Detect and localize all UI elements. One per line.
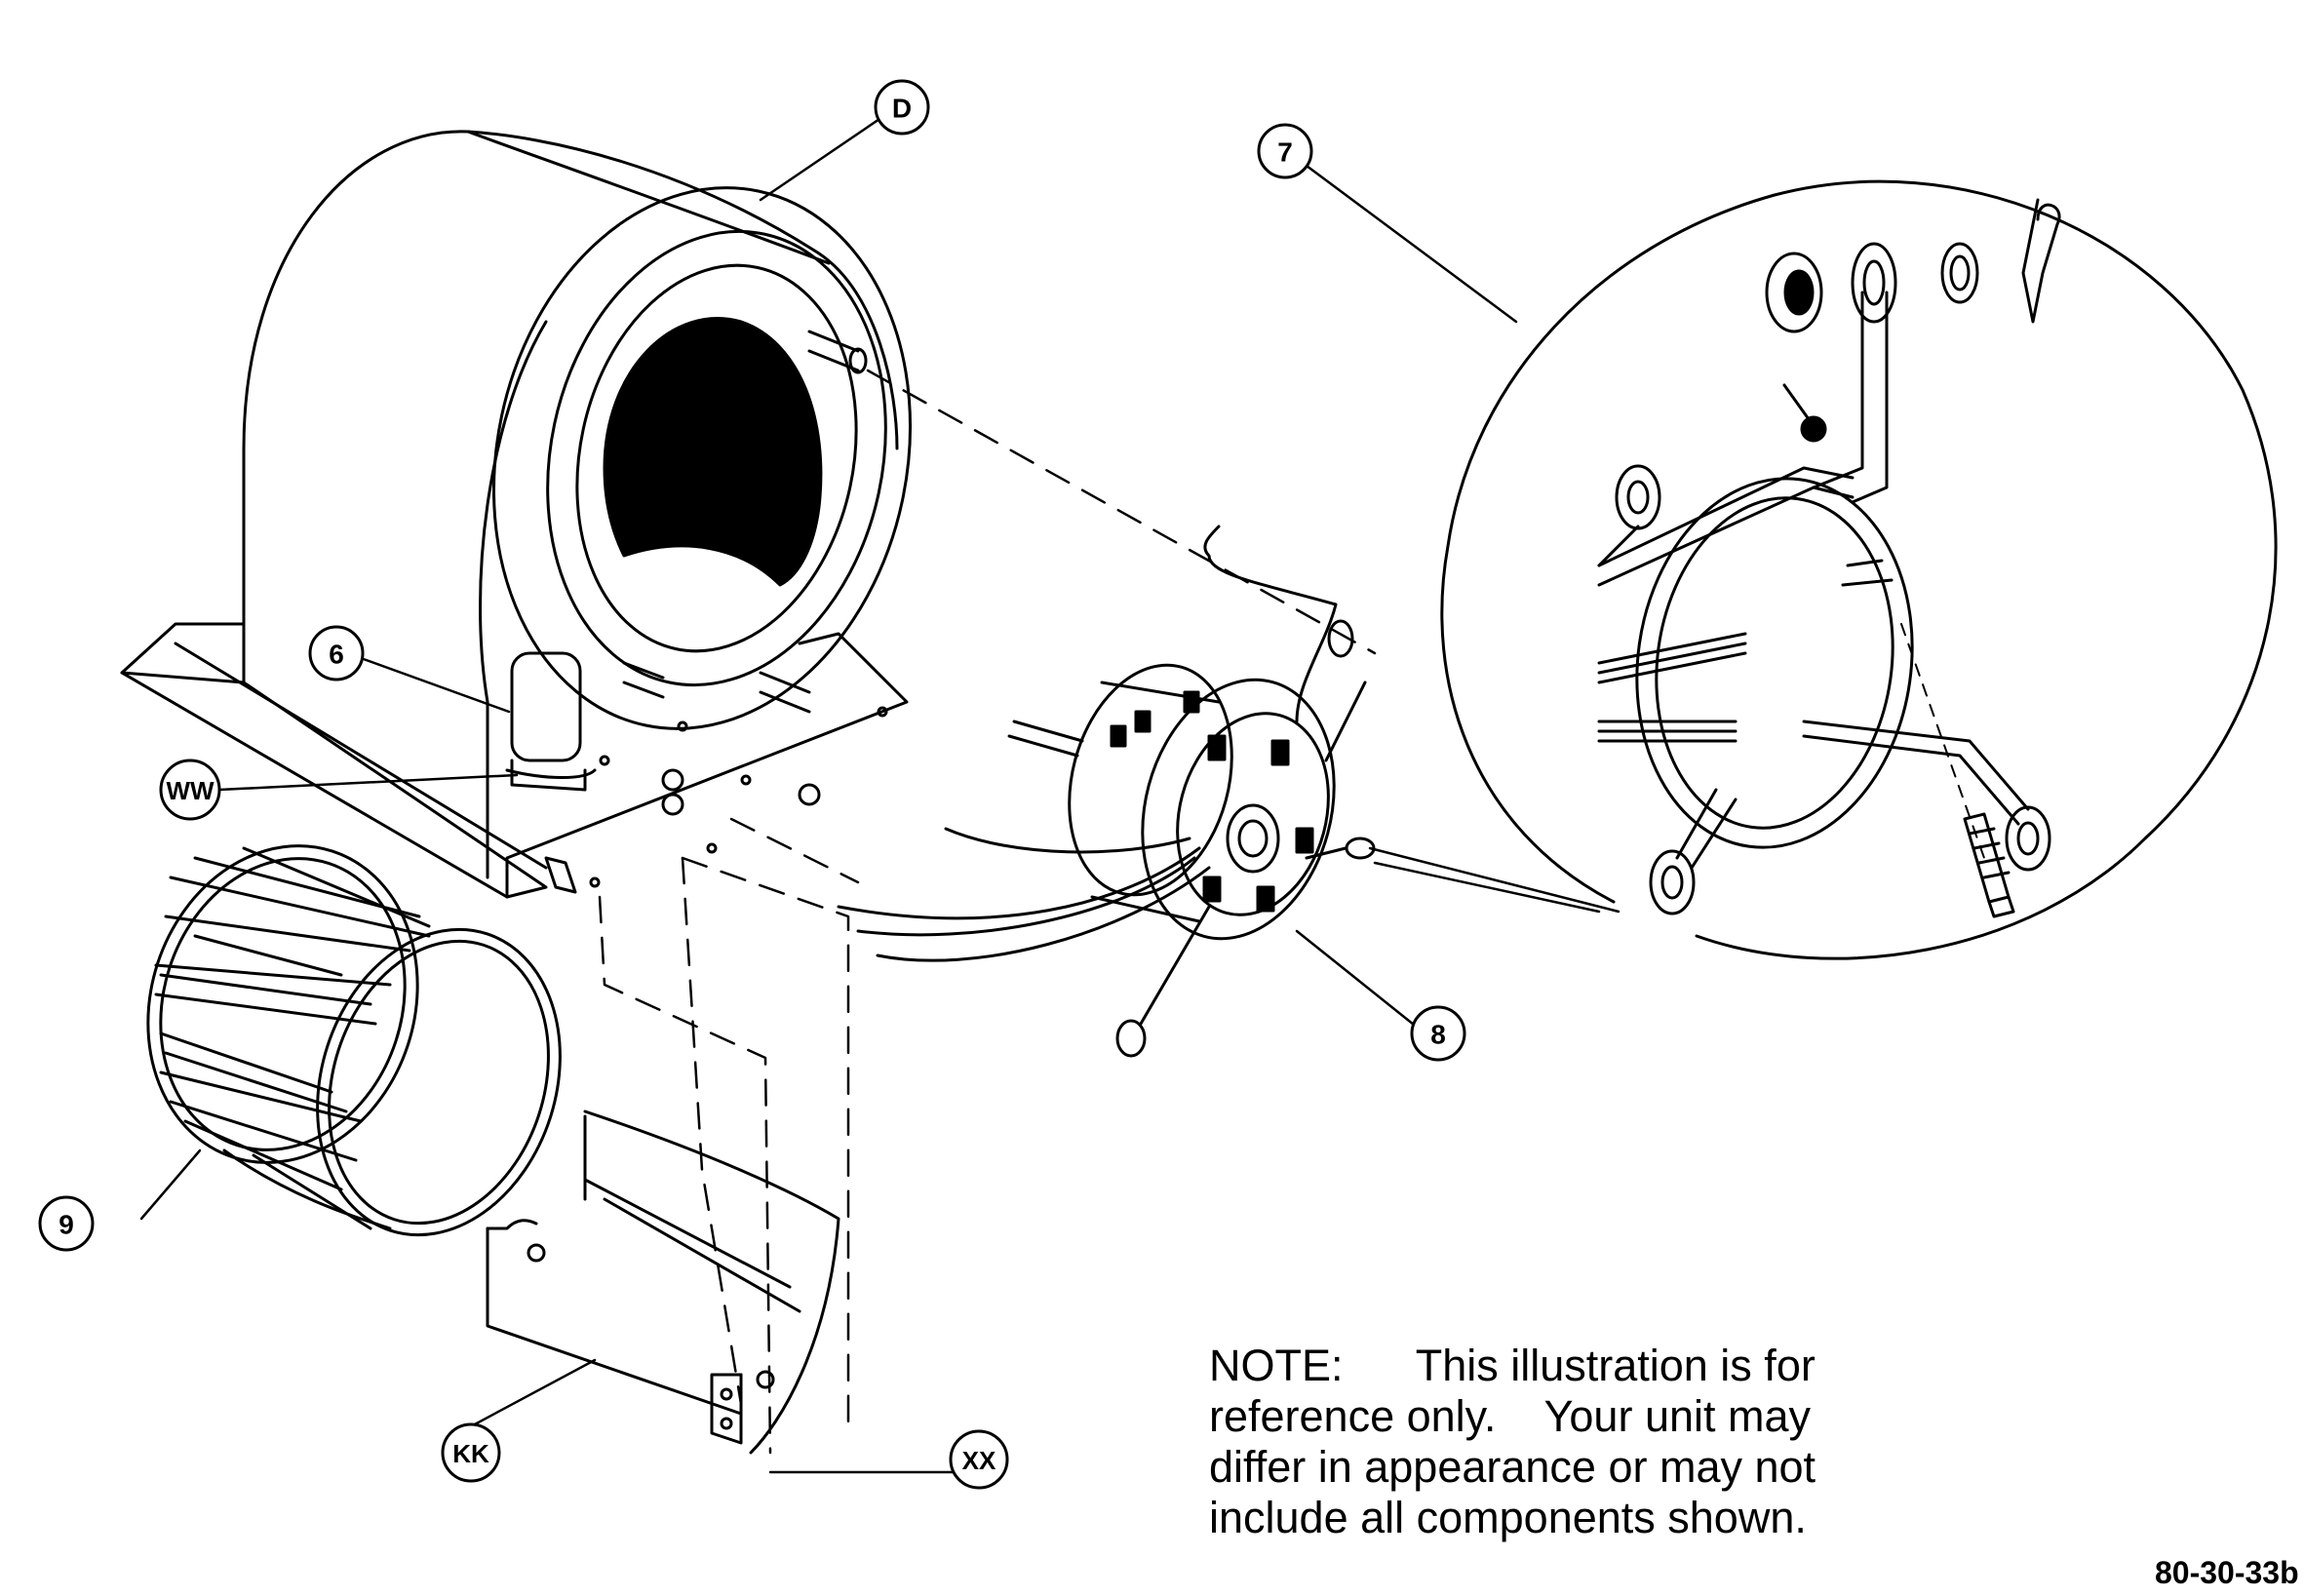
- figure-code: 80-30-33b: [2155, 1555, 2299, 1590]
- note-line-4: include all components shown.: [1209, 1493, 1807, 1542]
- note-line-2: reference only. Your unit may: [1209, 1391, 1812, 1441]
- blower-motor: [837, 525, 1376, 1058]
- motor-mount-detail: [1440, 179, 2278, 960]
- leader-lines: [139, 115, 1621, 1474]
- blower-wheel: [146, 844, 562, 1237]
- callout-label-7: 7: [1277, 137, 1293, 168]
- cutoff-plate: [486, 1109, 840, 1455]
- callout-label-6: 6: [329, 640, 344, 670]
- callout-circle-8: [1410, 1005, 1466, 1062]
- callout-circle-ww: [159, 759, 221, 821]
- callout-circle-9: [38, 1195, 95, 1252]
- callout-label-8: 8: [1430, 1020, 1446, 1050]
- note-line-1: NOTE: This illustration is for: [1209, 1341, 1816, 1390]
- callout-circle-xx: [949, 1429, 1009, 1490]
- callout-circle-d: [874, 79, 930, 136]
- callout-label-xx: XX: [962, 1446, 996, 1475]
- callout-label-kk: KK: [452, 1439, 489, 1468]
- callout-circle-7: [1257, 123, 1313, 179]
- callout-circle-6: [308, 625, 365, 681]
- alignment-lines: [598, 369, 1377, 1455]
- reference-note: NOTE: This illustration is for reference…: [1209, 1341, 1816, 1543]
- blower-housing: [120, 130, 913, 899]
- callout-label-ww: WW: [166, 776, 215, 805]
- callout-label-9: 9: [59, 1210, 74, 1240]
- callout-circle-kk: [441, 1422, 501, 1483]
- callout-label-d: D: [892, 94, 912, 124]
- note-line-3: differ in appearance or may not: [1209, 1442, 1816, 1492]
- callout-markers: [38, 79, 1466, 1490]
